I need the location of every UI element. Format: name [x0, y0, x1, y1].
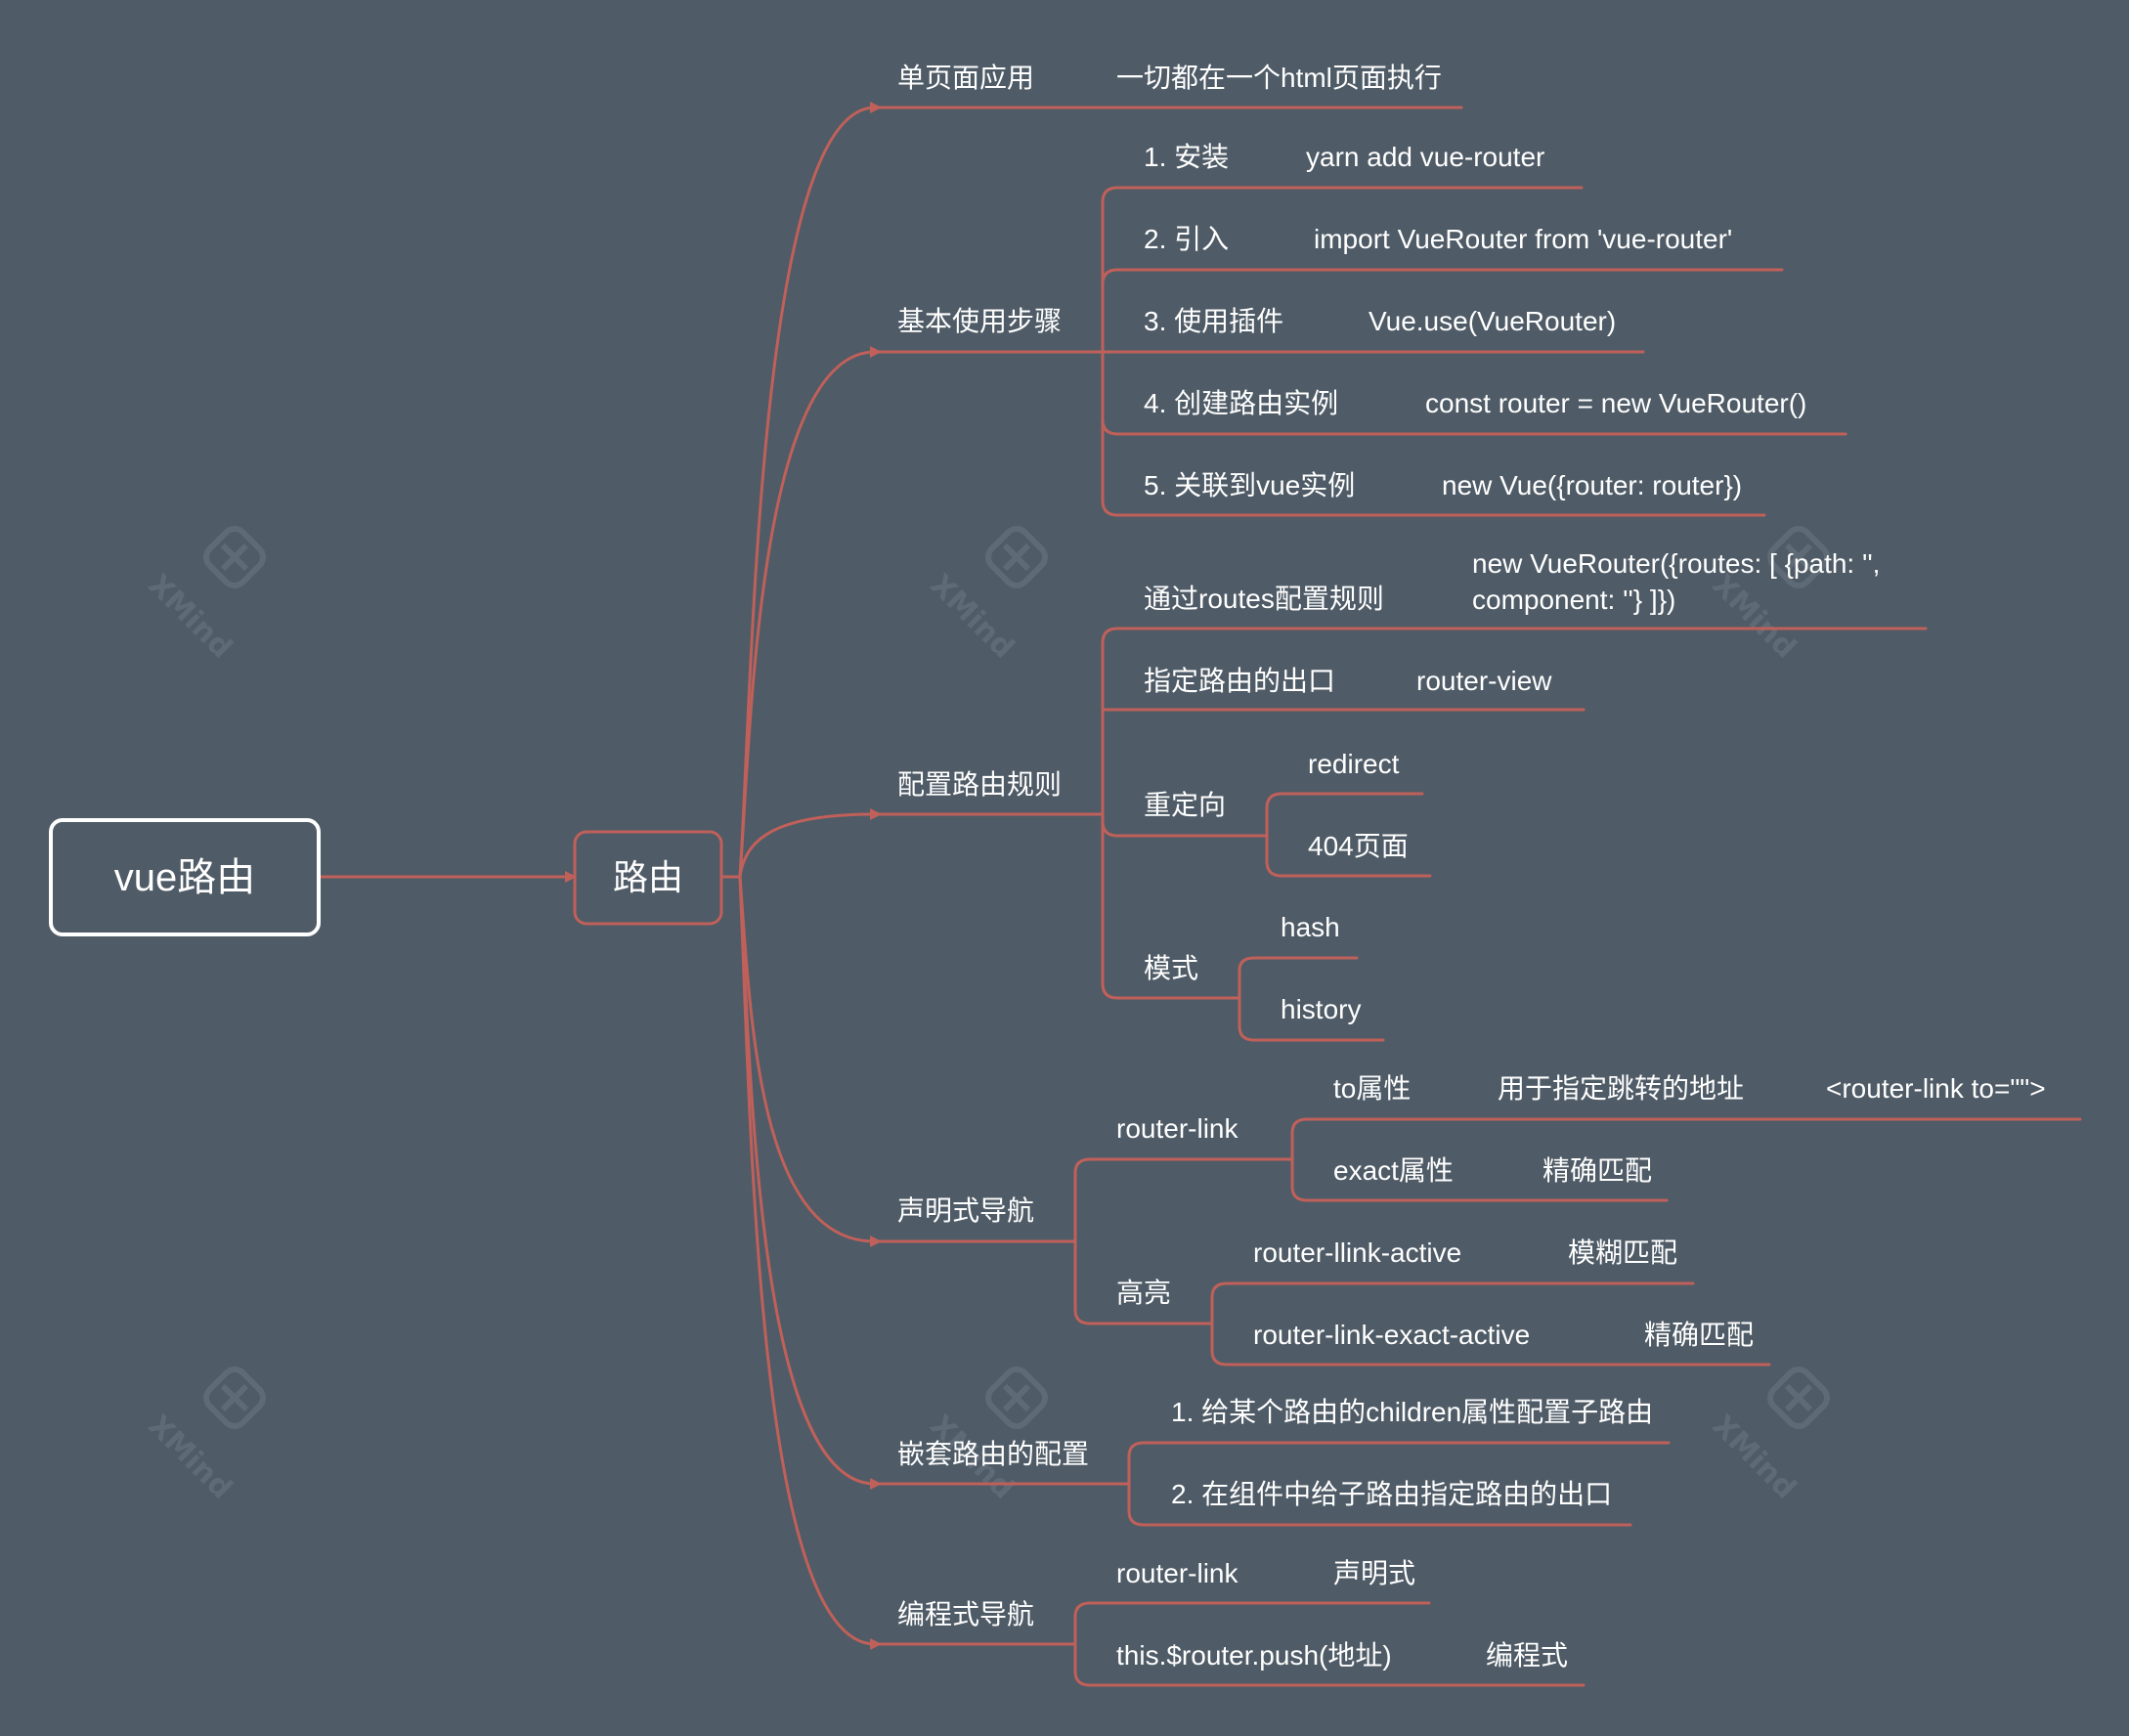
underline-hl-2 — [1210, 1295, 1771, 1367]
topic-step-label[interactable]: 2. 引入 — [1144, 224, 1229, 254]
topic-redirect[interactable]: 重定向 — [1144, 790, 1226, 820]
topic-to-desc[interactable]: 用于指定跳转的地址 — [1498, 1073, 1744, 1104]
underline-redirect-2 — [1265, 806, 1432, 878]
topic-nested-item[interactable]: 2. 在组件中给子路由指定路由的出口 — [1171, 1479, 1612, 1509]
topic-mode[interactable]: 模式 — [1144, 953, 1198, 983]
connectors — [318, 106, 2082, 1687]
topic-highlight[interactable]: 高亮 — [1116, 1278, 1171, 1308]
xmind-logo-icon — [983, 1365, 1050, 1431]
topic-prog-desc[interactable]: 编程式 — [1486, 1640, 1568, 1671]
arrow-icon — [870, 1236, 882, 1247]
underline-hl-1 — [1210, 1281, 1695, 1299]
topic-routes-value[interactable]: new VueRouter({routes: [ {path: '', — [1472, 548, 1880, 579]
topic-exact-desc[interactable]: 精确匹配 — [1542, 1155, 1652, 1186]
topic-config[interactable]: 配置路由规则 — [897, 769, 1062, 800]
topic-hl-class[interactable]: router-link-exact-active — [1253, 1320, 1530, 1350]
topic-routes[interactable]: 通过routes配置规则 — [1144, 584, 1384, 614]
topic-routes-value[interactable]: component: ''} ]}) — [1472, 585, 1675, 615]
arrow-icon — [870, 1638, 882, 1650]
underline-mode-2 — [1238, 969, 1385, 1042]
topic-outlet-value[interactable]: router-view — [1416, 666, 1552, 696]
underline-step-4 — [1101, 417, 1847, 436]
topic-step-label[interactable]: 5. 关联到vue实例 — [1144, 470, 1355, 500]
topic-hl-desc[interactable]: 模糊匹配 — [1568, 1237, 1677, 1268]
underline-exact — [1290, 1131, 1669, 1202]
underline-nested-2 — [1127, 1454, 1632, 1527]
topic-steps[interactable]: 基本使用步骤 — [897, 306, 1062, 336]
topic-step-value[interactable]: const router = new VueRouter() — [1425, 388, 1806, 418]
topic-step-label[interactable]: 4. 创建路由实例 — [1144, 388, 1338, 418]
connector-programmatic — [738, 875, 877, 1646]
topic-redirect-child[interactable]: 404页面 — [1308, 831, 1409, 861]
topic-step-value[interactable]: yarn add vue-router — [1306, 142, 1544, 172]
topic-router-link[interactable]: router-link — [1116, 1113, 1238, 1144]
underline-redirect-1 — [1265, 792, 1424, 810]
underline-step-1 — [1101, 186, 1584, 204]
underline-router-link — [1073, 1157, 1294, 1175]
topic-hl-desc[interactable]: 精确匹配 — [1644, 1320, 1754, 1350]
topic-nested[interactable]: 嵌套路由的配置 — [897, 1439, 1089, 1469]
topic-step-label[interactable]: 3. 使用插件 — [1144, 306, 1283, 336]
topic-step-value[interactable]: import VueRouter from 'vue-router' — [1314, 224, 1732, 254]
root-node-label: vue路由 — [114, 856, 256, 899]
underline-nested-1 — [1127, 1441, 1671, 1458]
underline-routes — [1101, 627, 1928, 645]
underline-highlight — [1073, 1171, 1214, 1325]
root-node-box — [49, 818, 321, 936]
topic-to-attr[interactable]: to属性 — [1333, 1073, 1411, 1104]
arrow-icon — [565, 871, 577, 883]
topic-mode-child[interactable]: history — [1281, 994, 1361, 1024]
underline-prog-2 — [1073, 1615, 1586, 1687]
topic-prog-desc[interactable]: 声明式 — [1333, 1558, 1415, 1588]
main-node-label: 路由 — [613, 857, 683, 897]
connector-spa — [720, 106, 877, 879]
watermark: XMind XMind XMind XMind XMind XMind — [141, 524, 1832, 1506]
arrow-icon — [870, 808, 882, 820]
connector-config — [738, 812, 877, 879]
xmind-logo-icon — [983, 524, 1050, 590]
topic-prog-item[interactable]: this.$router.push(地址) — [1116, 1640, 1392, 1671]
underline-step-2 — [1101, 268, 1784, 286]
root-node[interactable]: vue路由 — [49, 818, 321, 936]
arrow-icon — [870, 102, 882, 113]
topic-outlet[interactable]: 指定路由的出口 — [1144, 666, 1335, 696]
underline-to — [1290, 1117, 2082, 1135]
underline-mode-1 — [1238, 956, 1359, 973]
topic-nested-item[interactable]: 1. 给某个路由的children属性配置子路由 — [1171, 1397, 1653, 1427]
connector-arrows — [565, 102, 882, 1650]
main-node[interactable]: 路由 — [573, 830, 723, 926]
topic-step-label[interactable]: 1. 安装 — [1144, 142, 1229, 172]
topic-mode-child[interactable]: hash — [1281, 912, 1340, 942]
topic-programmatic[interactable]: 编程式导航 — [897, 1599, 1034, 1629]
arrow-icon — [870, 346, 882, 358]
underline-mode — [1101, 981, 1241, 1000]
topic-step-value[interactable]: Vue.use(VueRouter) — [1369, 306, 1616, 336]
topic-spa[interactable]: 单页面应用 — [897, 63, 1034, 93]
connector-steps — [738, 350, 877, 879]
topic-spa-desc[interactable]: 一切都在一个html页面执行 — [1116, 63, 1442, 93]
xmind-logo-icon — [1765, 1365, 1832, 1431]
underline-step-5 — [1101, 499, 1766, 517]
topic-exact-attr[interactable]: exact属性 — [1333, 1155, 1454, 1186]
arrow-icon — [870, 1478, 882, 1490]
topic-step-value[interactable]: new Vue({router: router}) — [1442, 470, 1742, 500]
underline-redirect — [1101, 819, 1269, 838]
topic-redirect-child[interactable]: redirect — [1308, 749, 1400, 779]
topic-to-example[interactable]: <router-link to=""> — [1826, 1073, 2046, 1104]
xmind-logo-icon — [201, 1365, 268, 1431]
topic-prog-item[interactable]: router-link — [1116, 1558, 1238, 1588]
topic-hl-class[interactable]: router-llink-active — [1253, 1237, 1461, 1268]
topic-declarative[interactable]: 声明式导航 — [897, 1195, 1034, 1226]
underline-prog-1 — [1073, 1601, 1431, 1619]
main-node-box — [573, 830, 723, 926]
xmind-logo-icon — [201, 524, 268, 590]
connector-nested — [738, 875, 877, 1486]
